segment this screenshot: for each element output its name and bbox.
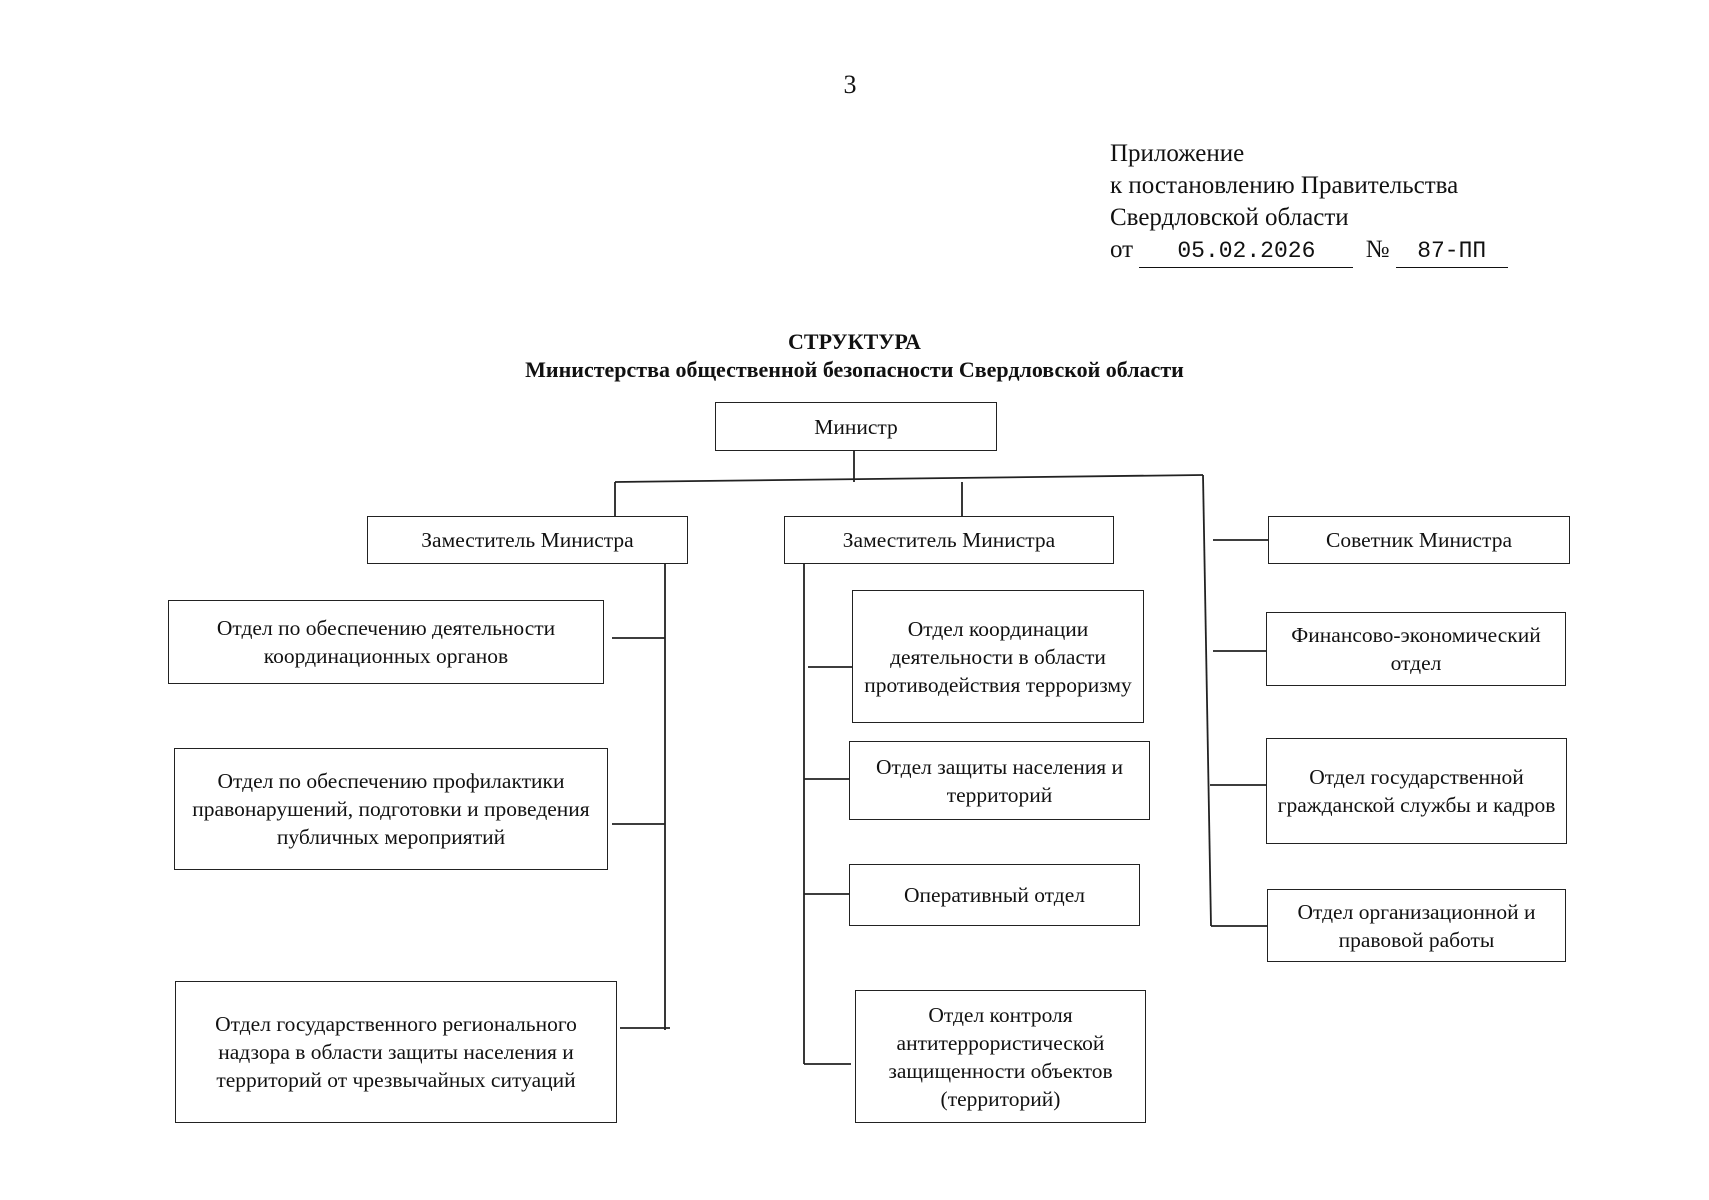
diagram-subtitle: Министерства общественной безопасности С… <box>525 357 1184 382</box>
node-dept-coordination-bodies: Отдел по обеспечению деятельности коорди… <box>168 600 604 684</box>
node-dept-regional-supervision: Отдел государственного регионального над… <box>175 981 617 1123</box>
appendix-line-2: к постановлению Правительства <box>1110 172 1459 199</box>
node-dept-civil-service: Отдел государственной гражданской службы… <box>1266 738 1567 844</box>
node-deputy-left: Заместитель Министра <box>367 516 688 564</box>
node-dept-counter-terrorism: Отдел координации деятельности в области… <box>852 590 1144 723</box>
node-dept-finance: Финансово-экономический отдел <box>1266 612 1566 686</box>
node-dept-offense-prevention: Отдел по обеспечению профилактики правон… <box>174 748 608 870</box>
node-dept-operational: Оперативный отдел <box>849 864 1140 926</box>
node-deputy-center: Заместитель Министра <box>784 516 1114 564</box>
diagram-title: СТРУКТУРА <box>788 329 921 354</box>
page-number: 3 <box>843 70 857 99</box>
node-dept-antiterror-control: Отдел контроля антитеррористической защи… <box>855 990 1146 1123</box>
appendix-line-1: Приложение <box>1110 140 1245 167</box>
appendix-line-3: Свердловской области <box>1110 204 1349 231</box>
appendix-block: Приложение к постановлению Правительства… <box>1110 138 1508 268</box>
appendix-date-line: от 05.02.2026 № 87-ПП <box>1110 234 1508 268</box>
node-advisor: Советник Министра <box>1268 516 1570 564</box>
document-number: 87-ПП <box>1395 235 1508 268</box>
node-dept-organizational-legal: Отдел организационной и правовой работы <box>1267 889 1566 962</box>
date-prefix: от <box>1110 236 1134 263</box>
number-prefix: № <box>1365 236 1390 263</box>
document-date: 05.02.2026 <box>1139 235 1354 268</box>
node-dept-population-protection: Отдел защиты населения и территорий <box>849 741 1150 820</box>
node-minister: Министр <box>715 402 997 451</box>
